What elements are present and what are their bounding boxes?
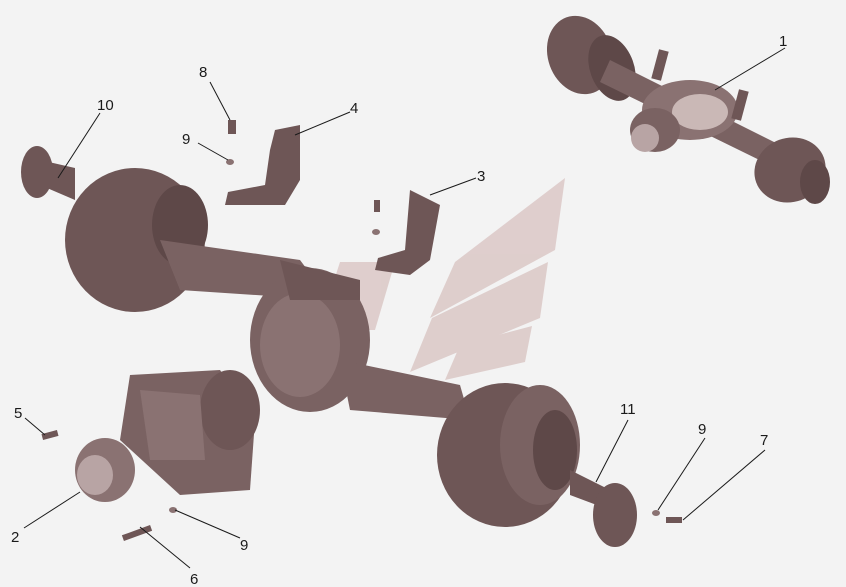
- bracket-part-3: [375, 190, 440, 275]
- callout-1: 1: [779, 33, 787, 50]
- washer-part-9-right: [652, 510, 660, 516]
- callout-9-right: 9: [698, 421, 706, 438]
- pin-part-6: [121, 525, 153, 541]
- callout-4: 4: [350, 100, 358, 117]
- callout-9-bottom: 9: [240, 537, 248, 554]
- callout-labels: 1 2 3 4 5 6 7 8 9 9 9 9 10 11: [11, 33, 787, 587]
- callout-2: 2: [11, 529, 19, 546]
- differential-part-2: [75, 370, 260, 502]
- callout-11: 11: [620, 401, 636, 418]
- callout-5: 5: [14, 405, 22, 422]
- callout-7: 7: [760, 432, 768, 449]
- callout-8: 8: [199, 64, 207, 81]
- callout-3: 3: [477, 168, 485, 185]
- leader-lines: [23, 47, 786, 569]
- callout-9-top: 9: [182, 131, 190, 148]
- washer-part-9-bottom: [169, 507, 177, 513]
- bolt-part-8: [228, 120, 236, 134]
- bolt-near-3: [372, 200, 380, 235]
- washer-part-9-top: [226, 159, 234, 165]
- axle-housing: [21, 146, 637, 547]
- bolt-part-5: [41, 430, 59, 440]
- bolt-part-7: [666, 517, 682, 523]
- callout-6: 6: [190, 571, 198, 587]
- callout-10: 10: [97, 97, 114, 114]
- axle-assembly-part-1: [546, 15, 830, 204]
- bracket-part-4: [225, 125, 300, 205]
